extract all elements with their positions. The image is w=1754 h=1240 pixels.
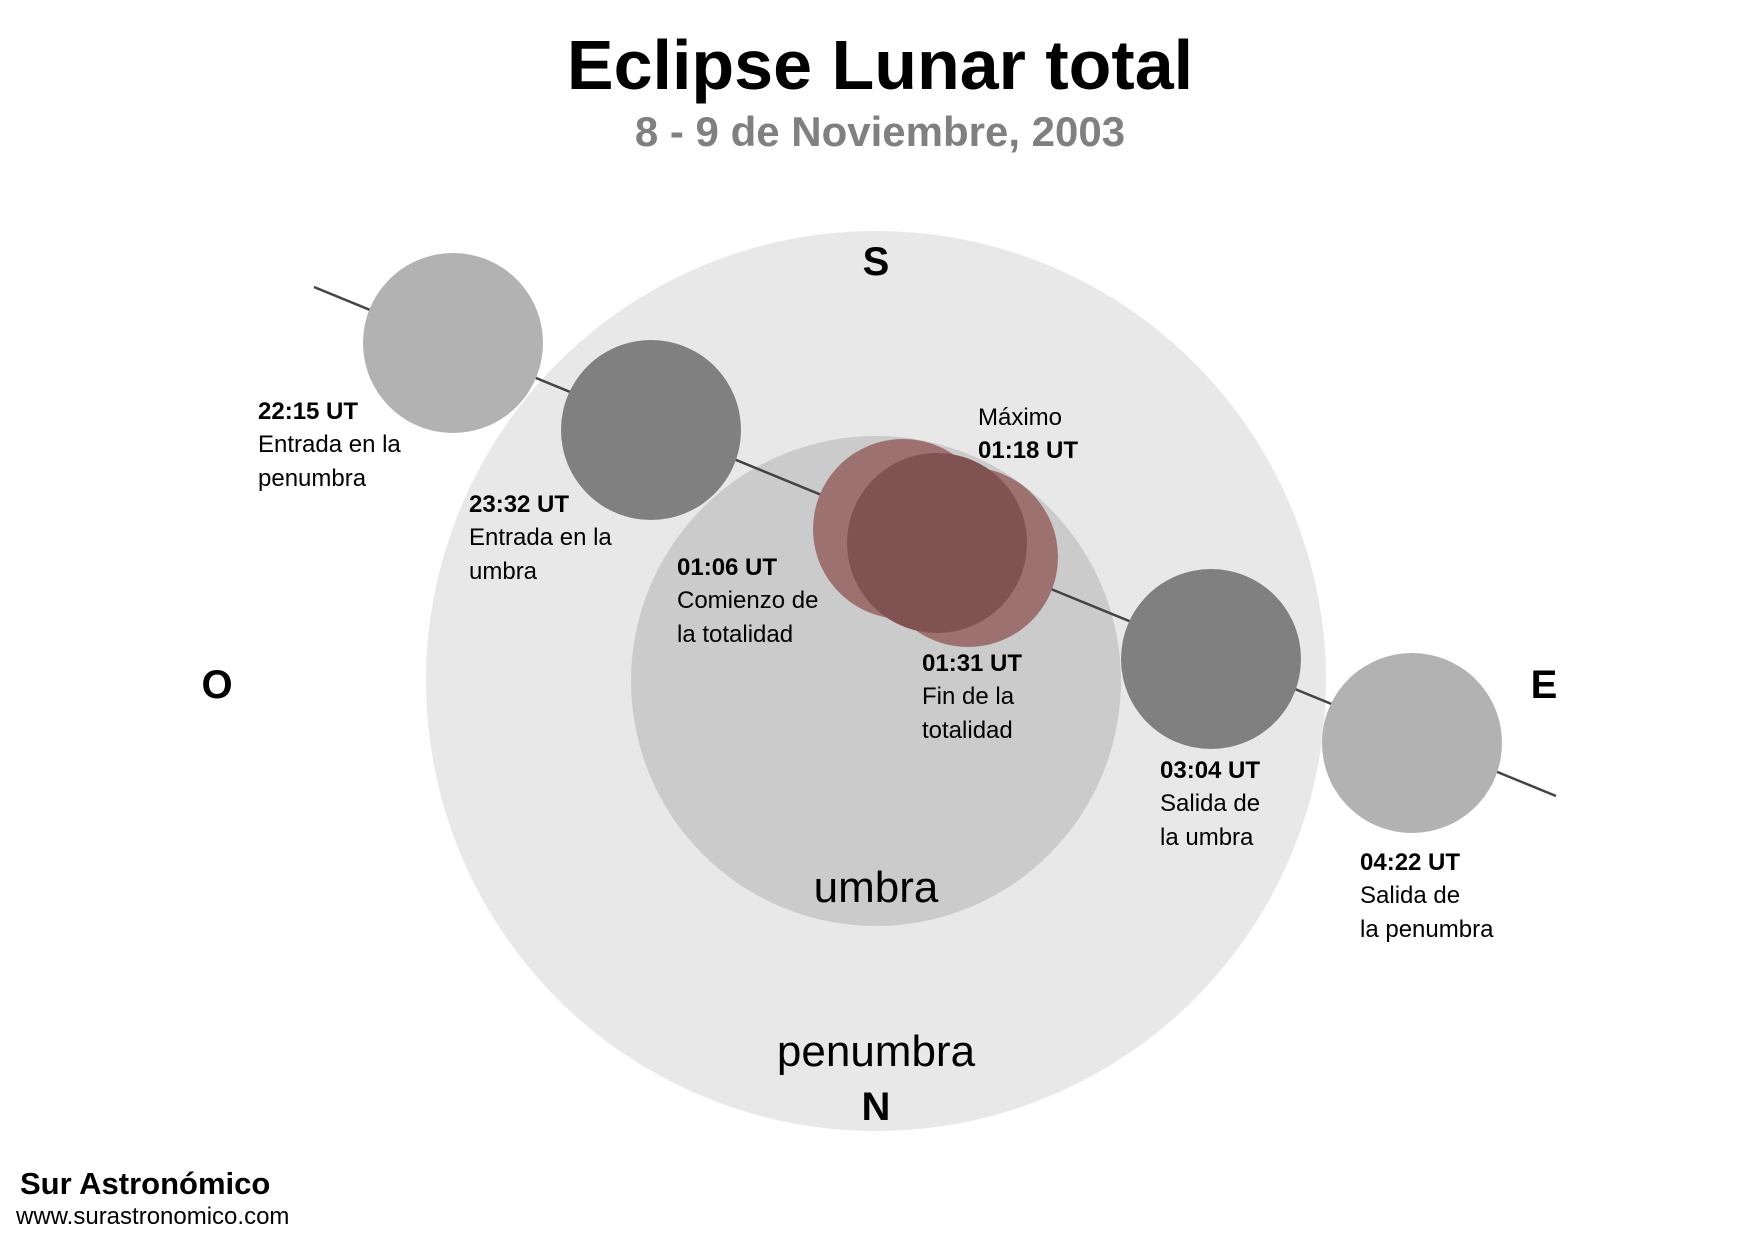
event-desc: Salida de bbox=[1360, 882, 1460, 909]
event-time: 01:31 UT bbox=[922, 650, 1022, 677]
moon-maximum bbox=[847, 453, 1027, 633]
event-time: 01:18 UT bbox=[978, 437, 1078, 464]
moon-umbra-exit bbox=[1121, 569, 1301, 749]
title: Eclipse Lunar total bbox=[567, 26, 1193, 104]
event-time: 01:06 UT bbox=[677, 554, 777, 581]
event-label-totality-start: 01:06 UT Comienzo de la totalidad bbox=[677, 554, 818, 648]
subtitle: 8 - 9 de Noviembre, 2003 bbox=[635, 108, 1125, 155]
event-desc: Fin de la bbox=[922, 683, 1015, 710]
direction-south: S bbox=[863, 240, 890, 284]
event-label-totality-end: 01:31 UT Fin de la totalidad bbox=[922, 650, 1022, 744]
event-desc: Entrada en la bbox=[258, 431, 401, 458]
event-desc: la penumbra bbox=[1360, 916, 1494, 943]
footer-brand: Sur Astronómico bbox=[20, 1166, 270, 1201]
moon-penumbra-exit bbox=[1322, 653, 1502, 833]
event-time: 03:04 UT bbox=[1160, 757, 1260, 784]
event-desc: la totalidad bbox=[677, 621, 793, 648]
event-label-penumbra-entry: 22:15 UT Entrada en la penumbra bbox=[258, 398, 401, 492]
event-label-penumbra-exit: 04:22 UT Salida de la penumbra bbox=[1360, 849, 1494, 943]
event-label-umbra-exit: 03:04 UT Salida de la umbra bbox=[1160, 757, 1260, 851]
event-label-umbra-entry: 23:32 UT Entrada en la umbra bbox=[469, 491, 612, 585]
event-time: 23:32 UT bbox=[469, 491, 569, 518]
moon-penumbra-entry bbox=[363, 253, 543, 433]
event-desc: totalidad bbox=[922, 717, 1013, 744]
penumbra-label: penumbra bbox=[777, 1027, 976, 1076]
event-desc: Salida de bbox=[1160, 790, 1260, 817]
event-desc: penumbra bbox=[258, 465, 367, 492]
event-desc: umbra bbox=[469, 558, 538, 585]
moon-umbra-entry bbox=[561, 340, 741, 520]
footer-url: www.surastronomico.com bbox=[15, 1203, 289, 1230]
event-label-maximum: Máximo 01:18 UT bbox=[978, 404, 1078, 464]
event-time: 22:15 UT bbox=[258, 398, 358, 425]
event-time: 04:22 UT bbox=[1360, 849, 1460, 876]
direction-north: N bbox=[862, 1085, 891, 1129]
event-desc: Máximo bbox=[978, 404, 1062, 431]
direction-east: E bbox=[1531, 663, 1558, 707]
umbra-label: umbra bbox=[814, 863, 939, 912]
event-desc: Comienzo de bbox=[677, 587, 818, 614]
event-desc: Entrada en la bbox=[469, 524, 612, 551]
event-desc: la umbra bbox=[1160, 824, 1254, 851]
direction-west: O bbox=[201, 663, 232, 707]
